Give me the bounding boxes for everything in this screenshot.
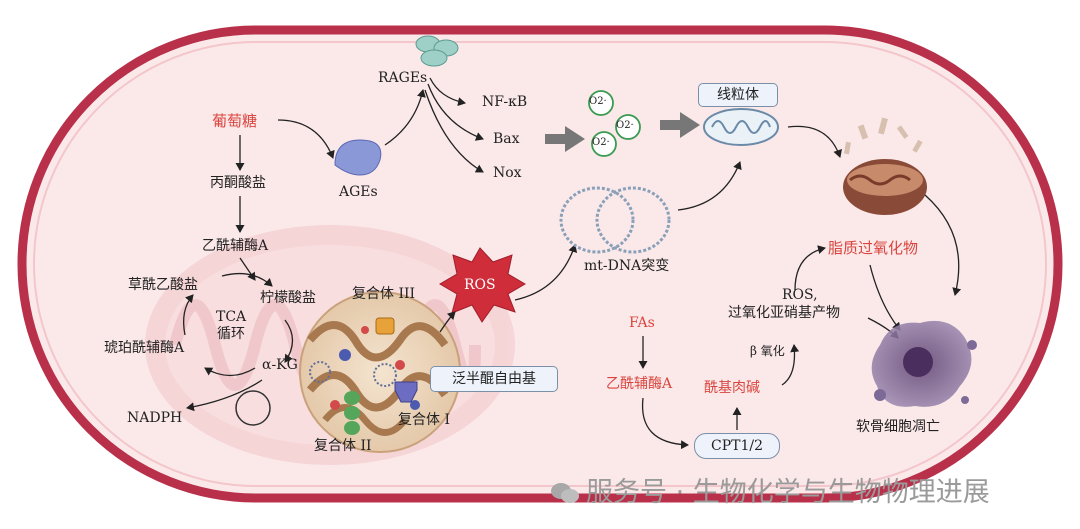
box-mitochondria: 线粒体: [698, 83, 778, 107]
label-ages: AGEs: [339, 184, 378, 200]
label-o2-1: O2·: [589, 96, 607, 107]
label-citrate: 柠檬酸盐: [260, 290, 316, 306]
label-glucose: 葡萄糖: [212, 112, 258, 130]
label-acetyl-coa-left: 乙酰辅酶A: [202, 238, 269, 254]
watermark: 服务号 · 生物化学与生物物理进展: [550, 470, 990, 509]
box-cpt: CPT1/2: [694, 433, 780, 459]
label-nfkb: NF-κB: [482, 94, 528, 110]
zoomed-mitochondrion: [299, 291, 461, 453]
label-o2-2: O2·: [616, 120, 634, 131]
label-tca: TCA: [216, 309, 247, 325]
label-acylcarnitine: 酰基肉碱: [704, 380, 760, 396]
label-complex-3: 复合体 III: [352, 286, 416, 302]
grey-arrow-2: [660, 112, 700, 138]
label-cycle: 循环: [217, 326, 245, 342]
o2-circle-3: [591, 131, 617, 157]
ros-star-shape: [439, 247, 526, 323]
label-beta-ox: β 氧化: [750, 344, 785, 358]
label-lipid-perox: 脂质过氧化物: [828, 239, 919, 257]
complex-2-shape: [344, 391, 360, 435]
label-ros-peroxynitrite-2: 过氧化亚硝基产物: [728, 305, 840, 321]
label-akg: α-KG: [262, 357, 298, 373]
label-nadph: NADPH: [127, 410, 183, 426]
box-semiquinone: 泛半醌自由基: [430, 366, 558, 392]
label-complex-2: 复合体 II: [314, 438, 372, 454]
rage-receptor: [415, 35, 459, 67]
label-acetyl-coa-right: 乙酰辅酶A: [606, 376, 673, 392]
label-pyruvate: 丙酮酸盐: [210, 175, 266, 191]
grey-arrow-1: [545, 126, 585, 152]
ages-shape: [334, 139, 382, 176]
label-complex-1: 复合体 I: [398, 412, 450, 428]
label-succinyl-coa: 琥珀酰辅酶A: [104, 340, 185, 356]
label-o2-3: O2·: [592, 137, 610, 148]
o2-circle-1: [588, 90, 614, 116]
label-nox: Nox: [493, 165, 522, 181]
damaged-mitochondrion: [843, 117, 927, 215]
o2-circle-2: [615, 114, 641, 140]
label-ros-peroxynitrite-1: ROS,: [782, 287, 818, 303]
label-ros-star: ROS: [464, 277, 496, 293]
mtdna-rings: [559, 186, 671, 254]
complex-3-shape: [375, 317, 395, 335]
wechat-icon: [550, 481, 580, 505]
watermark-text: 服务号 · 生物化学与生物物理进展: [586, 477, 990, 508]
complex-1-shape: [394, 381, 418, 403]
label-fas: FAs: [629, 315, 655, 331]
label-mtdna: mt-DNA突变: [584, 258, 670, 274]
apoptotic-cell: [871, 320, 977, 407]
label-bax: Bax: [493, 131, 520, 147]
label-apoptosis: 软骨细胞凋亡: [856, 419, 940, 435]
mitochondrion-icon: [703, 108, 779, 146]
label-oxaloacetate: 草酰乙酸盐: [128, 277, 198, 293]
label-rages: RAGEs: [378, 70, 428, 86]
